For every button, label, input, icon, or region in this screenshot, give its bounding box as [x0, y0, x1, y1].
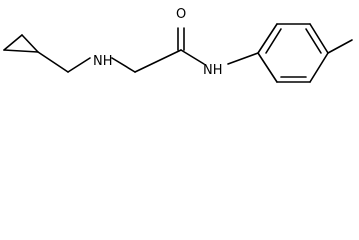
bond-benz-6: [257, 52, 278, 83]
atom-labels: NH O NH: [93, 7, 223, 78]
bond-ch2-nh: [67, 57, 91, 73]
structure-diagram: NH O NH: [3, 7, 353, 83]
bond-co-nh: [180, 49, 205, 65]
bond-benz-inner-2: [305, 28, 322, 54]
bond-ring-2: [21, 34, 39, 53]
bond-benz-4: [309, 52, 329, 83]
atom-amide-nh: NH: [203, 63, 223, 78]
bond-methyl: [327, 39, 353, 54]
atom-carbonyl-o: O: [176, 7, 186, 22]
bond-benz-3: [309, 23, 329, 54]
bond-layer: [3, 23, 353, 83]
bond-ring-ch2: [37, 51, 69, 73]
bond-benz-inner-1: [265, 28, 282, 54]
bond-ring-3: [3, 49, 39, 53]
atom-amine-nh: NH: [93, 54, 113, 69]
bond-benz-1: [257, 23, 278, 54]
bond-nh-ring: [227, 52, 259, 65]
bond-nh-ch2: [111, 57, 136, 73]
bond-ch2-co: [134, 49, 182, 73]
bond-ring-1: [3, 34, 23, 51]
